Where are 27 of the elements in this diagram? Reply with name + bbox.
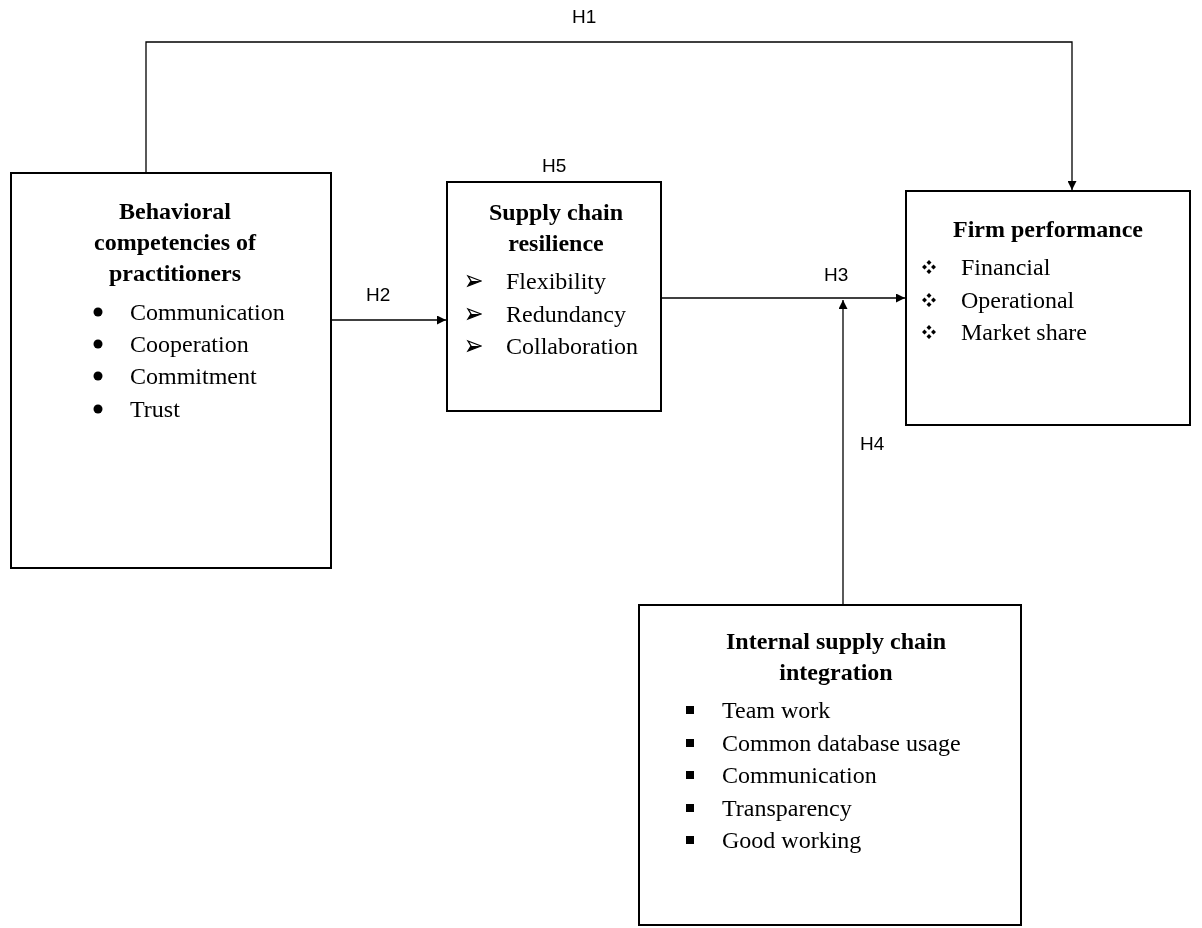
list-item: Good working bbox=[722, 826, 862, 853]
list-item: Communication bbox=[130, 298, 285, 325]
arrow bbox=[145, 41, 1077, 191]
box-heading: Behavioral competencies of practitioners bbox=[93, 197, 258, 289]
list-item: Team work bbox=[722, 697, 831, 724]
box-heading: Supply chain resilience bbox=[487, 198, 625, 259]
concept-box bbox=[905, 190, 1191, 426]
list-item: Cooperation bbox=[130, 330, 249, 357]
concept-box bbox=[10, 172, 332, 569]
arrow bbox=[661, 293, 906, 303]
arrow bbox=[838, 299, 848, 605]
list-item: Commitment bbox=[130, 363, 257, 390]
list-item: Common database usage bbox=[722, 729, 961, 756]
concept-box bbox=[446, 181, 662, 412]
list-item: Financial bbox=[961, 254, 1051, 281]
list-item: Communication bbox=[722, 762, 877, 789]
box-heading: Internal supply chain integration bbox=[724, 627, 948, 688]
list-item: Operational bbox=[961, 286, 1075, 313]
box-heading: Firm performance bbox=[952, 215, 1144, 244]
list-item: Flexibility bbox=[506, 268, 606, 295]
list-item: Redundancy bbox=[506, 300, 626, 327]
concept-box bbox=[638, 604, 1022, 926]
list-item: Collaboration bbox=[506, 333, 638, 360]
list-item: Transparency bbox=[722, 794, 852, 821]
list-item: Trust bbox=[130, 395, 180, 422]
list-item: Market share bbox=[961, 318, 1087, 345]
arrow bbox=[331, 315, 447, 325]
